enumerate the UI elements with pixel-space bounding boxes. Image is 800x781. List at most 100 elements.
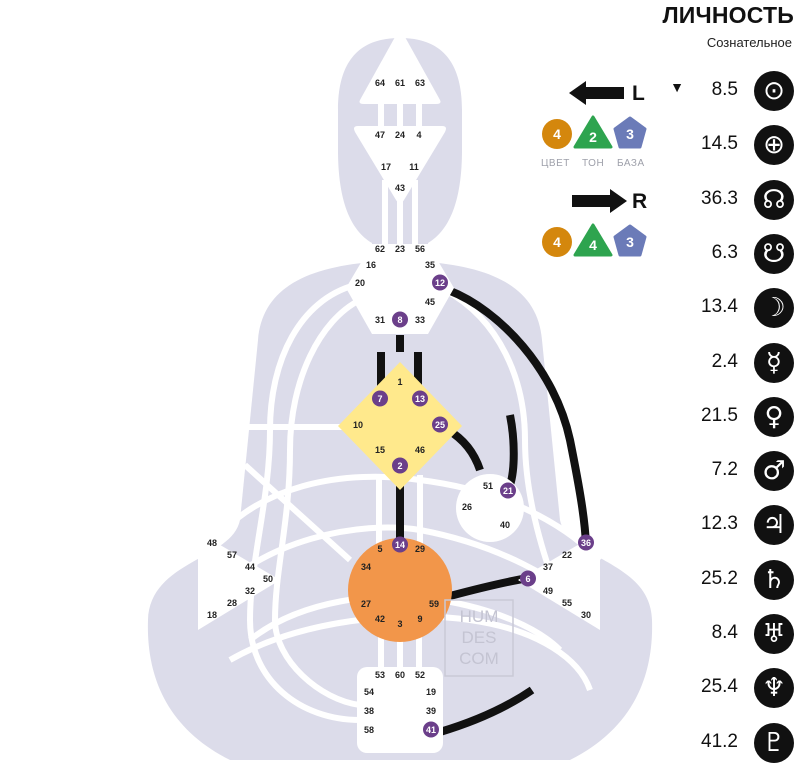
planet-row-pluto[interactable]: 41.2♇ bbox=[634, 722, 794, 763]
gate-37[interactable]: 37 bbox=[543, 562, 553, 572]
center-root: 53 60 52 54 19 38 39 58 41 bbox=[357, 667, 443, 753]
center-spleen: 48 57 44 50 32 28 18 bbox=[198, 532, 280, 630]
gate-53[interactable]: 53 bbox=[375, 670, 385, 680]
gate-44[interactable]: 44 bbox=[245, 562, 255, 572]
gate-61[interactable]: 61 bbox=[395, 78, 405, 88]
right-tone-value: 4 bbox=[589, 237, 597, 253]
gate-3[interactable]: 3 bbox=[397, 619, 402, 629]
planet-row-uranus[interactable]: 8.4♅ bbox=[634, 614, 794, 654]
gate-17[interactable]: 17 bbox=[381, 162, 391, 172]
planet-value: 25.2 bbox=[701, 567, 738, 589]
gate-1[interactable]: 1 bbox=[397, 377, 402, 387]
planet-row-sun[interactable]: ▼8.5⊙ bbox=[634, 71, 794, 111]
gate-40[interactable]: 40 bbox=[500, 520, 510, 530]
gate-6-activation bbox=[520, 570, 536, 587]
planet-row-mercury[interactable]: 2.4☿ bbox=[634, 342, 794, 383]
left-base-badge bbox=[613, 116, 647, 149]
gate-12[interactable]: 12 bbox=[435, 278, 445, 288]
gate-29[interactable]: 29 bbox=[415, 544, 425, 554]
gate-33[interactable]: 33 bbox=[415, 315, 425, 325]
gate-48[interactable]: 48 bbox=[207, 538, 217, 548]
gate-47[interactable]: 47 bbox=[375, 130, 385, 140]
gate-18[interactable]: 18 bbox=[207, 610, 217, 620]
gate-5[interactable]: 5 bbox=[377, 544, 382, 554]
gate-32[interactable]: 32 bbox=[245, 586, 255, 596]
planet-row-venus[interactable]: 21.5♀ bbox=[634, 396, 794, 437]
gate-42[interactable]: 42 bbox=[375, 614, 385, 624]
center-throat-shape bbox=[346, 244, 454, 334]
gate-55[interactable]: 55 bbox=[562, 598, 572, 608]
gate-54[interactable]: 54 bbox=[364, 687, 374, 697]
gate-35[interactable]: 35 bbox=[425, 260, 435, 270]
gate-30[interactable]: 30 bbox=[581, 610, 591, 620]
gate-60[interactable]: 60 bbox=[395, 670, 405, 680]
gate-62[interactable]: 62 bbox=[375, 244, 385, 254]
gate-9[interactable]: 9 bbox=[417, 614, 422, 624]
gate-22[interactable]: 22 bbox=[562, 550, 572, 560]
gate-52[interactable]: 52 bbox=[415, 670, 425, 680]
gate-39[interactable]: 39 bbox=[426, 706, 436, 716]
gate-21[interactable]: 21 bbox=[503, 486, 513, 496]
gate-27[interactable]: 27 bbox=[361, 599, 371, 609]
gate-23[interactable]: 23 bbox=[395, 244, 405, 254]
gate-19[interactable]: 19 bbox=[426, 687, 436, 697]
planet-row-mars[interactable]: 7.2♂ bbox=[634, 451, 794, 492]
planet-row-earth[interactable]: 14.5⊕ bbox=[634, 125, 794, 166]
moon-icon: ☽ bbox=[754, 288, 794, 329]
gate-45[interactable]: 45 bbox=[425, 297, 435, 307]
gate-11[interactable]: 11 bbox=[409, 162, 419, 172]
center-ajna-shape bbox=[354, 126, 446, 203]
tone-caption: ТОН bbox=[582, 158, 605, 169]
gate-20[interactable]: 20 bbox=[355, 278, 365, 288]
gate-10[interactable]: 10 bbox=[353, 420, 363, 430]
gate-38[interactable]: 38 bbox=[364, 706, 374, 716]
gate-58[interactable]: 58 bbox=[364, 725, 374, 735]
gate-31[interactable]: 31 bbox=[375, 315, 385, 325]
gate-7[interactable]: 7 bbox=[377, 394, 382, 404]
center-g: 1 7 13 10 25 15 46 2 bbox=[338, 362, 462, 490]
planet-row-neptune[interactable]: 25.4♆ bbox=[634, 668, 794, 709]
gate-13-activation bbox=[412, 390, 428, 407]
gate-46[interactable]: 46 bbox=[415, 445, 425, 455]
planet-row-south-node[interactable]: 6.3☋ bbox=[634, 233, 794, 274]
planet-row-jupiter[interactable]: 12.3♃ bbox=[634, 505, 794, 546]
gate-8[interactable]: 8 bbox=[397, 315, 402, 325]
gate-8-activation bbox=[392, 311, 408, 328]
planet-value: 6.3 bbox=[711, 241, 738, 263]
gate-63[interactable]: 63 bbox=[415, 78, 425, 88]
gate-34[interactable]: 34 bbox=[361, 562, 371, 572]
gate-4[interactable]: 4 bbox=[416, 130, 421, 140]
center-ego: 51 21 26 40 bbox=[456, 474, 524, 542]
gate-14[interactable]: 14 bbox=[395, 540, 405, 550]
center-sacral-shape bbox=[348, 538, 452, 642]
gate-24[interactable]: 24 bbox=[395, 130, 405, 140]
gate-43[interactable]: 43 bbox=[395, 183, 405, 193]
gate-26[interactable]: 26 bbox=[462, 502, 472, 512]
mars-icon: ♂ bbox=[754, 451, 794, 492]
gate-36[interactable]: 36 bbox=[581, 538, 591, 548]
gate-7-activation bbox=[372, 390, 388, 407]
gate-12-activation bbox=[432, 274, 448, 291]
right-color-badge bbox=[542, 227, 572, 257]
gate-28[interactable]: 28 bbox=[227, 598, 237, 608]
gate-57[interactable]: 57 bbox=[227, 550, 237, 560]
gate-59[interactable]: 59 bbox=[429, 599, 439, 609]
gate-25[interactable]: 25 bbox=[435, 420, 445, 430]
planet-row-saturn[interactable]: 25.2♄ bbox=[634, 559, 794, 600]
gate-6[interactable]: 6 bbox=[525, 574, 530, 584]
gate-41[interactable]: 41 bbox=[426, 725, 436, 735]
gate-56[interactable]: 56 bbox=[415, 244, 425, 254]
gate-50[interactable]: 50 bbox=[263, 574, 273, 584]
planet-row-north-node[interactable]: 36.3☊ bbox=[634, 179, 794, 220]
gate-64[interactable]: 64 bbox=[375, 78, 385, 88]
gate-49[interactable]: 49 bbox=[543, 586, 553, 596]
gate-16[interactable]: 16 bbox=[366, 260, 376, 270]
gate-13[interactable]: 13 bbox=[415, 394, 425, 404]
gate-51[interactable]: 51 bbox=[483, 481, 493, 491]
planet-row-moon[interactable]: 13.4☽ bbox=[634, 288, 794, 329]
gate-2[interactable]: 2 bbox=[397, 461, 402, 471]
center-g-shape bbox=[338, 362, 462, 490]
venus-icon: ♀ bbox=[754, 396, 794, 437]
gate-15[interactable]: 15 bbox=[375, 445, 385, 455]
